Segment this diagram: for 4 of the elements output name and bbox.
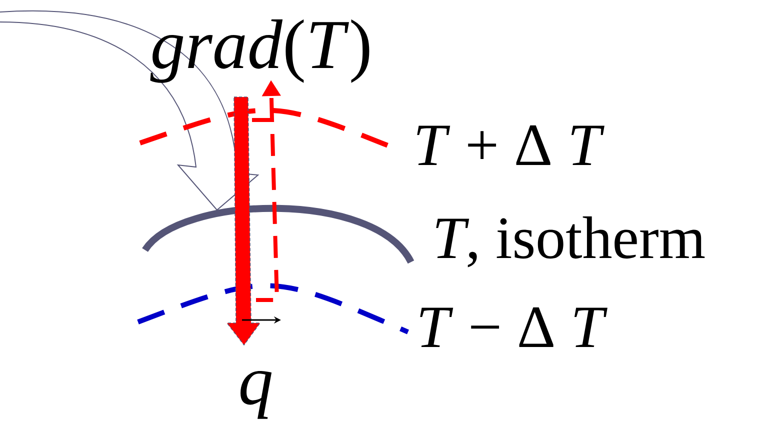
heat-flux-label: q [240,371,272,419]
isotherm-label: T − Δ T [420,307,608,347]
isotherm-label: T, isotherm [436,216,705,268]
isotherm-label: T + Δ T [417,125,604,165]
